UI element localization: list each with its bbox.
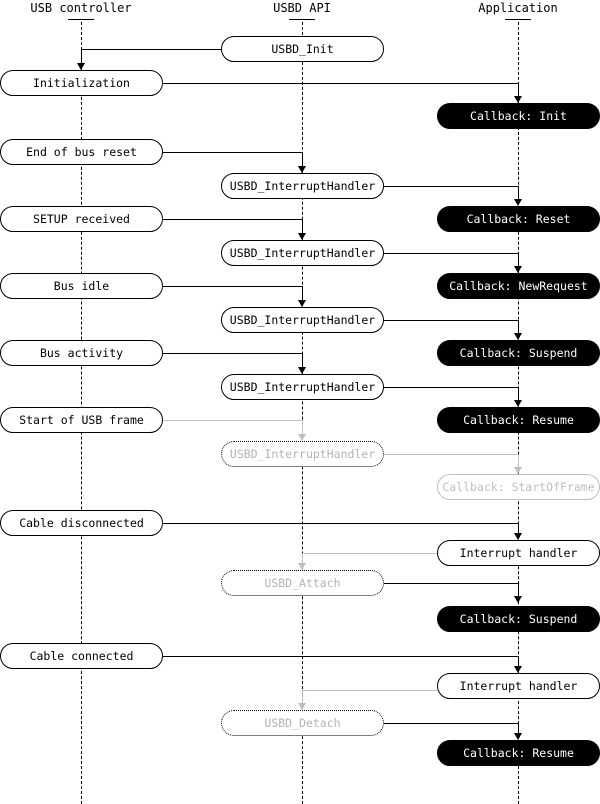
connector-ih5-to-callback-startofframe-h bbox=[384, 454, 518, 455]
node-usbd-detach[interactable]: USBD_Detach bbox=[221, 710, 384, 736]
connector-initialization-to-callback-init-h bbox=[163, 83, 518, 84]
lifeline-cap-application bbox=[505, 19, 531, 20]
connector-initialization-to-callback-init-v bbox=[518, 83, 519, 97]
connector-start-of-usb-frame-h bbox=[163, 420, 302, 421]
connector-bus-idle-h bbox=[163, 286, 302, 287]
node-usbd-interrupthandler-2[interactable]: USBD_InterruptHandler bbox=[221, 240, 384, 266]
arrowhead-callback-resume-2 bbox=[514, 733, 522, 740]
node-end-of-bus-reset[interactable]: End of bus reset bbox=[0, 139, 163, 165]
lifeline-cap-usb-controller bbox=[68, 19, 94, 20]
connector-bus-activity-h bbox=[163, 353, 302, 354]
node-interrupt-handler-2[interactable]: Interrupt handler bbox=[437, 673, 600, 699]
connector-ih1-to-callback-reset-v bbox=[518, 186, 519, 200]
node-bus-activity[interactable]: Bus activity bbox=[0, 340, 163, 366]
connector-ih3-to-callback-suspend-h bbox=[384, 320, 518, 321]
connector-ih6-to-usbd-attach-h bbox=[302, 553, 437, 554]
arrowhead-callback-startofframe bbox=[514, 467, 522, 474]
connector-ih7-to-usbd-detach-h bbox=[302, 690, 437, 691]
connector-cable-connected-h bbox=[163, 656, 518, 657]
node-cable-connected[interactable]: Cable connected bbox=[0, 643, 163, 669]
node-cable-disconnected[interactable]: Cable disconnected bbox=[0, 510, 163, 536]
connector-ih2-to-callback-newrequest-h bbox=[384, 253, 518, 254]
connector-usbd-attach-to-callback-suspend-h bbox=[384, 583, 518, 584]
connector-ih4-to-callback-resume-h bbox=[384, 387, 518, 388]
connector-usbd-attach-to-callback-suspend-v bbox=[518, 583, 519, 597]
node-callback-suspend-2[interactable]: Callback: Suspend bbox=[437, 606, 600, 632]
connector-start-of-usb-frame-v bbox=[302, 420, 303, 435]
node-start-of-usb-frame[interactable]: Start of USB frame bbox=[0, 407, 163, 433]
lifeline-usb-controller: USB controller bbox=[30, 0, 132, 804]
arrowhead-usbd-detach bbox=[298, 703, 306, 710]
node-usbd-interrupthandler-5[interactable]: USBD_InterruptHandler bbox=[221, 441, 384, 467]
arrowhead-callback-newrequest bbox=[514, 266, 522, 273]
node-interrupt-handler-1[interactable]: Interrupt handler bbox=[437, 540, 600, 566]
node-callback-resume-2[interactable]: Callback: Resume bbox=[437, 740, 600, 766]
node-bus-idle[interactable]: Bus idle bbox=[0, 273, 163, 299]
arrowhead-interrupt-handler-2 bbox=[298, 233, 306, 240]
lifeline-usbd-api: USBD API bbox=[252, 0, 352, 804]
arrowhead-interrupt-handler-3 bbox=[298, 300, 306, 307]
connector-ih1-to-callback-reset-h bbox=[384, 186, 518, 187]
connector-ih2-to-callback-newrequest-v bbox=[518, 253, 519, 267]
node-usbd-init[interactable]: USBD_Init bbox=[221, 36, 384, 62]
arrowhead-callback-resume-1 bbox=[514, 400, 522, 407]
arrowhead-interrupt-handler-6 bbox=[514, 533, 522, 540]
arrowhead-interrupt-handler-1 bbox=[298, 166, 306, 173]
connector-ih3-to-callback-suspend-v bbox=[518, 320, 519, 334]
node-callback-newrequest[interactable]: Callback: NewRequest bbox=[437, 273, 600, 299]
node-usbd-interrupthandler-3[interactable]: USBD_InterruptHandler bbox=[221, 307, 384, 333]
lifeline-label-usb-controller: USB controller bbox=[30, 1, 132, 15]
arrowhead-interrupt-handler-5 bbox=[298, 434, 306, 441]
arrowhead-initialization bbox=[77, 63, 85, 70]
node-usbd-interrupthandler-4[interactable]: USBD_InterruptHandler bbox=[221, 374, 384, 400]
arrowhead-interrupt-handler-7 bbox=[514, 666, 522, 673]
lifeline-label-usbd-api: USBD API bbox=[273, 1, 331, 15]
node-callback-reset[interactable]: Callback: Reset bbox=[437, 206, 600, 232]
connector-setup-received-v bbox=[302, 219, 303, 234]
connector-usbd-detach-to-callback-resume-h bbox=[384, 723, 518, 724]
connector-cable-disconnected-h bbox=[163, 523, 518, 524]
lifeline-label-application: Application bbox=[478, 1, 558, 15]
node-callback-init[interactable]: Callback: Init bbox=[437, 103, 600, 129]
connector-bus-idle-v bbox=[302, 286, 303, 301]
connector-ih4-to-callback-resume-v bbox=[518, 387, 519, 401]
connector-cable-connected-v bbox=[518, 656, 519, 667]
lifeline-dash-usbd-api bbox=[302, 22, 303, 804]
connector-ih5-to-callback-startofframe-v bbox=[518, 454, 519, 468]
lifeline-cap-usbd-api bbox=[289, 19, 315, 20]
arrowhead-callback-reset bbox=[514, 199, 522, 206]
connector-cable-disconnected-v bbox=[518, 523, 519, 534]
connector-ih6-to-usbd-attach-v bbox=[302, 553, 303, 564]
connector-usbd-init-to-initialization-v bbox=[81, 49, 82, 64]
arrowhead-callback-suspend-2 bbox=[514, 596, 522, 603]
connector-setup-received-h bbox=[163, 219, 302, 220]
node-usbd-attach[interactable]: USBD_Attach bbox=[221, 570, 384, 596]
connector-ih7-to-usbd-detach-v bbox=[302, 690, 303, 704]
connector-end-of-bus-reset-h bbox=[163, 152, 302, 153]
node-initialization[interactable]: Initialization bbox=[0, 70, 163, 96]
connector-end-of-bus-reset-v bbox=[302, 152, 303, 167]
arrowhead-usbd-attach bbox=[298, 563, 306, 570]
arrowhead-callback-suspend-1 bbox=[514, 333, 522, 340]
arrowhead-callback-init bbox=[514, 96, 522, 103]
connector-usbd-init-to-initialization-h bbox=[81, 49, 221, 50]
node-callback-startofframe[interactable]: Callback: StartOfFrame bbox=[437, 474, 600, 500]
arrowhead-interrupt-handler-4 bbox=[298, 367, 306, 374]
node-setup-received[interactable]: SETUP received bbox=[0, 206, 163, 232]
node-callback-resume-1[interactable]: Callback: Resume bbox=[437, 407, 600, 433]
connector-usbd-detach-to-callback-resume-v bbox=[518, 723, 519, 734]
connector-bus-activity-v bbox=[302, 353, 303, 368]
node-usbd-interrupthandler-1[interactable]: USBD_InterruptHandler bbox=[221, 173, 384, 199]
node-callback-suspend-1[interactable]: Callback: Suspend bbox=[437, 340, 600, 366]
